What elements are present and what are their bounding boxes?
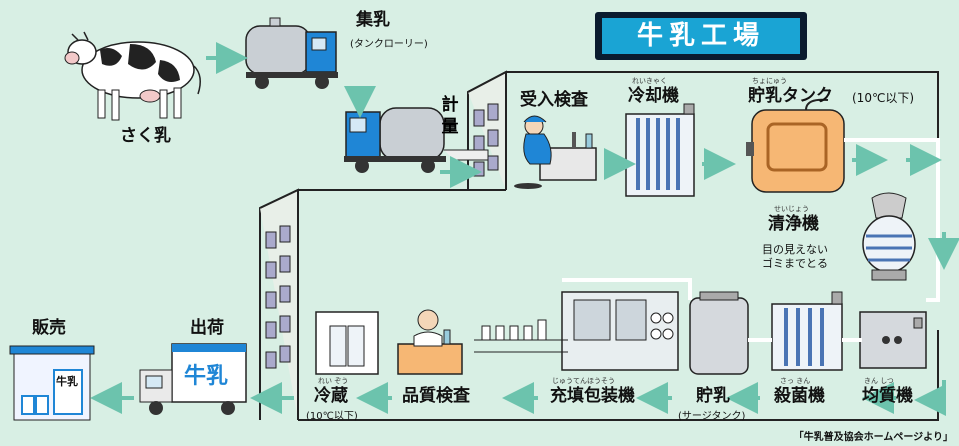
delivery-truck: [139, 343, 247, 415]
cold-storage-room: [315, 311, 379, 375]
factory-title-sign: 牛乳工場: [595, 12, 807, 60]
storage-tank: [746, 98, 845, 193]
label-shipping: 出荷: [190, 318, 224, 338]
label-milking: さく乳: [120, 126, 171, 146]
quality-inspector: [397, 309, 463, 375]
ruby-homogenizer: きん しつ: [864, 377, 894, 385]
ruby-storage: ちょにゅう: [752, 77, 787, 85]
factory-title: 牛乳工場: [602, 18, 800, 54]
label-sterilizer: 殺菌機: [774, 386, 825, 406]
inspector-person: [514, 115, 597, 189]
label-homogenizer: 均質機: [862, 386, 913, 406]
label-quality: 品質検査: [402, 386, 470, 406]
filling-machine: [474, 291, 679, 371]
surge-tank: [689, 291, 749, 375]
carton-milk-label: 牛乳: [56, 375, 78, 388]
cow-illustration: [64, 31, 201, 121]
source-credit: 「牛乳普及協会ホームページより」: [793, 432, 953, 443]
label-cleaning-note-2: ゴミまでとる: [762, 257, 828, 270]
label-cold-storage: 冷蔵: [314, 386, 348, 406]
tanker-truck-1: [245, 17, 338, 89]
ruby-cold-storage: れい ぞう: [318, 377, 349, 385]
clarifier-machine: [862, 192, 916, 281]
cooler-machine: [625, 103, 695, 197]
ruby-cleaning: せいじょう: [774, 205, 809, 213]
label-storage-sub: (10℃以下): [852, 91, 915, 105]
label-collection: 集乳: [356, 10, 390, 30]
label-weighing: 計量: [441, 95, 459, 137]
label-storage: 貯乳タンク: [748, 86, 833, 106]
ruby-filling: じゅうてんほうそう: [552, 377, 615, 385]
tanker-truck-2: [344, 107, 489, 173]
label-cleaning: 清浄機: [768, 214, 819, 234]
label-cooling: 冷却機: [628, 86, 679, 106]
label-surge-sub: (サージタンク): [678, 411, 746, 422]
sterilizer-machine: [771, 291, 843, 371]
label-filling: 充填包装機: [550, 386, 635, 406]
flow-arrows: [90, 42, 959, 416]
ruby-sterilizer: さっ きん: [780, 377, 811, 385]
label-receiving: 受入検査: [520, 90, 588, 110]
label-cold-storage-sub: (10℃以下): [306, 411, 358, 422]
label-surge: 貯乳: [696, 386, 730, 406]
homogenizer-machine: [859, 311, 927, 369]
label-collection-sub: (タンクローリー): [350, 39, 428, 50]
pipeline: [562, 138, 940, 342]
label-cleaning-note-1: 目の見えない: [762, 243, 828, 256]
truck-milk-label: 牛乳: [184, 364, 229, 389]
ruby-cooling: れいきゃく: [632, 77, 667, 85]
retail-shop: [9, 345, 95, 421]
factory-building: [259, 70, 939, 421]
label-sales: 販売: [32, 318, 66, 338]
